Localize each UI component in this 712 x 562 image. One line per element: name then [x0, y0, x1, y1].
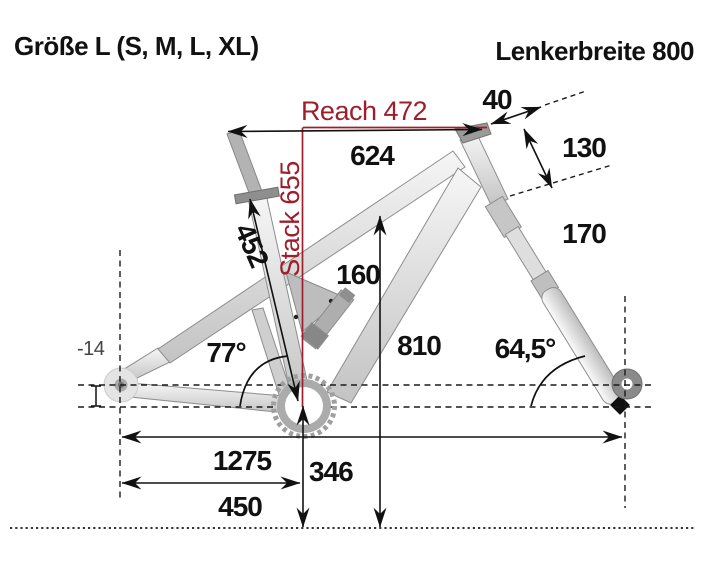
top-tube-dimension [227, 123, 483, 138]
fork-stanchion [504, 225, 549, 283]
wheelbase-label: 1275 [213, 445, 272, 476]
head-angle-arc [530, 355, 586, 407]
head-tube-dimension [523, 128, 553, 189]
head-angle-label: 64,5° [495, 333, 556, 364]
reach-label: Reach 472 [301, 96, 427, 126]
stack-label: Stack 655 [275, 161, 305, 277]
bb-drop-label: -14 [77, 338, 105, 360]
standover-label: 810 [397, 330, 441, 361]
head-tube-label: 130 [562, 132, 606, 163]
fork-travel-label: 170 [562, 218, 606, 249]
rear-travel-label: 160 [336, 259, 380, 290]
down-tube [326, 167, 482, 404]
stem-axis-dashed [544, 90, 587, 106]
front-axle-hole [621, 378, 633, 390]
pivot-dot [293, 314, 299, 320]
shock-absorber [300, 287, 356, 350]
frame [103, 122, 643, 415]
dropout-marker [610, 395, 630, 415]
seat-angle-arc [239, 355, 289, 407]
size-title: Größe L (S, M, L, XL) [14, 31, 259, 61]
seatpost [226, 129, 264, 199]
stem-label: 40 [482, 84, 512, 115]
handlebar-width-title: Lenkerbreite 800 [495, 36, 694, 66]
top-tube-label: 624 [350, 140, 395, 171]
bb-drop-tick [91, 385, 101, 407]
seat-angle-label: 77° [206, 337, 245, 368]
stem-dimension [490, 106, 542, 125]
seat-tube-dimension [248, 198, 300, 402]
fork [484, 195, 623, 405]
dimension-lines [91, 106, 623, 528]
bb-height-label: 346 [309, 456, 353, 487]
chainstay-tube [129, 382, 297, 415]
headtube-bottom-dashed [509, 164, 613, 197]
chainstay-label: 450 [218, 491, 262, 522]
construction-lines [10, 90, 694, 529]
